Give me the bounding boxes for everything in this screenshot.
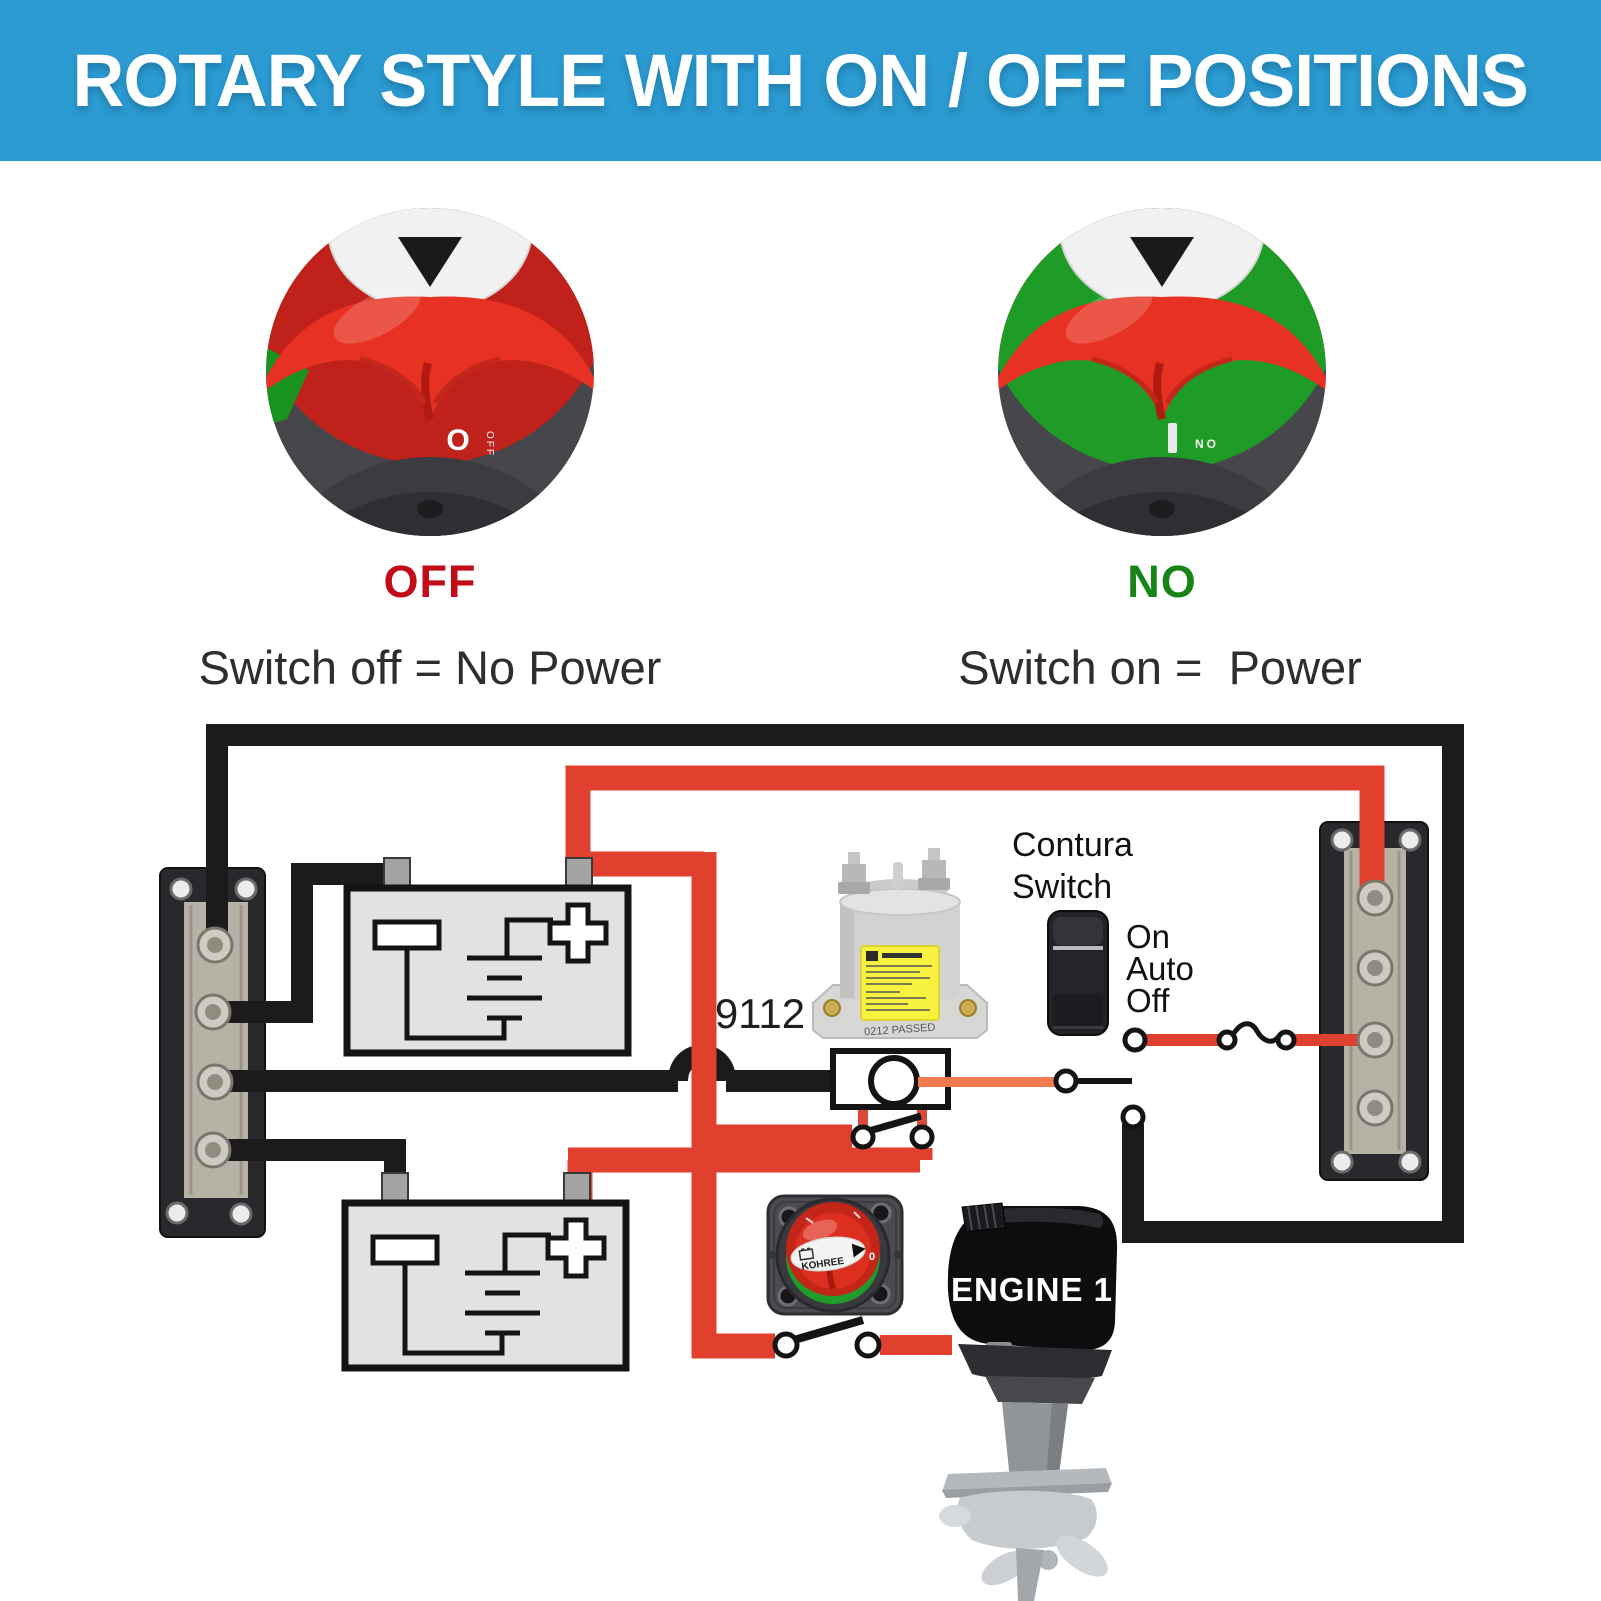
fuse-terminal-left — [1216, 1029, 1238, 1051]
screw-icon — [234, 877, 258, 901]
engine-switch-terminal-right — [854, 1331, 882, 1359]
rocker-option-on: On — [1126, 918, 1170, 955]
contura-common-terminal — [1053, 1068, 1079, 1094]
contura-label-line2: Switch — [1012, 868, 1112, 906]
rocker-option-off: Off — [1126, 982, 1170, 1019]
knob-notch — [421, 361, 434, 420]
flange-hole — [959, 999, 977, 1017]
negative-wiring — [206, 724, 1464, 1243]
engine-switch-blade — [792, 1316, 865, 1344]
on-label: NO — [1127, 556, 1197, 607]
bus-to-battery1-neg-wire — [213, 863, 384, 1023]
contura-label-line1: Contura — [1012, 826, 1133, 864]
propeller-blade — [1056, 1535, 1108, 1577]
knob-highlight — [1065, 286, 1153, 344]
screw-icon — [1398, 828, 1422, 852]
rotary-knob — [998, 296, 1326, 419]
solenoid-studs — [838, 848, 950, 894]
on-knob-closeup: NO — [998, 208, 1326, 536]
bus-bar-studs — [194, 879, 1394, 1169]
knob-crease-right — [1164, 356, 1233, 405]
brand-label: KOHREE — [790, 1236, 866, 1273]
flange-hole — [823, 999, 841, 1017]
screw-icon — [229, 1202, 253, 1226]
knob-notch — [1153, 361, 1166, 420]
arrow-icon — [851, 1243, 866, 1258]
engine-switch-terminal-left — [772, 1331, 800, 1359]
fuse-icon — [1231, 1021, 1282, 1044]
contact-terminal-left — [850, 1124, 876, 1150]
engine-cowl — [947, 1206, 1118, 1351]
positive-wiring — [565, 765, 1385, 1359]
light-red-wiring — [858, 1034, 1367, 1355]
relay-coil-circle — [868, 1055, 920, 1107]
solenoid-9112: 0212 PASSED — [812, 848, 988, 1039]
battery-2 — [345, 1173, 626, 1368]
battery1-to-busbar-pos-wire — [565, 765, 1385, 900]
engine-label: ENGINE 1 — [951, 1271, 1113, 1308]
off-knob-closeup: O OFF — [266, 208, 594, 536]
solenoid-stamp: 0212 PASSED — [864, 1022, 936, 1039]
engine-pan — [958, 1344, 1112, 1382]
knob-zero-marker: 0 — [869, 1251, 875, 1263]
contura-bottom-terminal — [1120, 1104, 1146, 1130]
outboard-engine: ENGINE 1 — [939, 1202, 1118, 1601]
page-title: ROTARY STYLE WITH ON / OFF POSITIONS — [72, 39, 1529, 122]
contact-terminal-right — [909, 1124, 935, 1150]
screw-icon — [165, 1201, 189, 1225]
knob-crease-left — [1091, 356, 1160, 405]
base-hole — [1149, 500, 1175, 518]
dial-off-word: OFF — [484, 431, 495, 457]
dial-on-word: NO — [1195, 437, 1219, 451]
contura-top-terminal — [1122, 1027, 1148, 1053]
bus-to-battery2-neg-wire — [213, 1139, 406, 1178]
screw-icon — [169, 877, 193, 901]
battery-1 — [347, 858, 628, 1053]
product-photo-off: O OFF — [265, 207, 595, 537]
dial-off-marker: O — [446, 424, 469, 457]
terminals — [772, 1027, 1297, 1359]
relay-part-number: 9112 — [715, 990, 805, 1037]
knob-crease-right — [432, 356, 501, 405]
spec-label — [860, 945, 940, 1021]
battery-switch-product: KOHREE 0 — [766, 1194, 904, 1316]
off-caption: Switch off = No Power — [198, 641, 662, 694]
contura-rocker-switch — [1047, 910, 1109, 1036]
on-caption: Switch on = Power — [958, 641, 1362, 694]
screw-icon — [1398, 1150, 1422, 1174]
relay-switch-blade — [868, 1112, 922, 1135]
skeg — [1016, 1548, 1044, 1601]
off-label: OFF — [383, 556, 477, 607]
header-banner: ROTARY STYLE WITH ON / OFF POSITIONS — [0, 0, 1601, 161]
product-photo-on: NO — [997, 207, 1327, 537]
pointer-triangle-icon — [1130, 237, 1194, 287]
fuse-terminal-right — [1275, 1029, 1297, 1051]
battery-icon — [798, 1248, 815, 1261]
rocker-option-auto: Auto — [1126, 950, 1194, 987]
dial-on-marker-bar — [1168, 423, 1177, 453]
gearcase — [957, 1490, 1097, 1549]
wiring-diagram: 0212 PASSED 9112 Contura Switch On Auto … — [159, 724, 1464, 1601]
rotary-knob — [266, 296, 594, 419]
knob-highlight — [333, 286, 421, 344]
screw-icon — [1330, 1150, 1354, 1174]
knob-crease-left — [359, 356, 428, 405]
screw-icon — [1330, 828, 1354, 852]
pointer-triangle-icon — [398, 237, 462, 287]
base-hole — [417, 500, 443, 518]
negative-loop-wire — [206, 724, 1464, 1243]
